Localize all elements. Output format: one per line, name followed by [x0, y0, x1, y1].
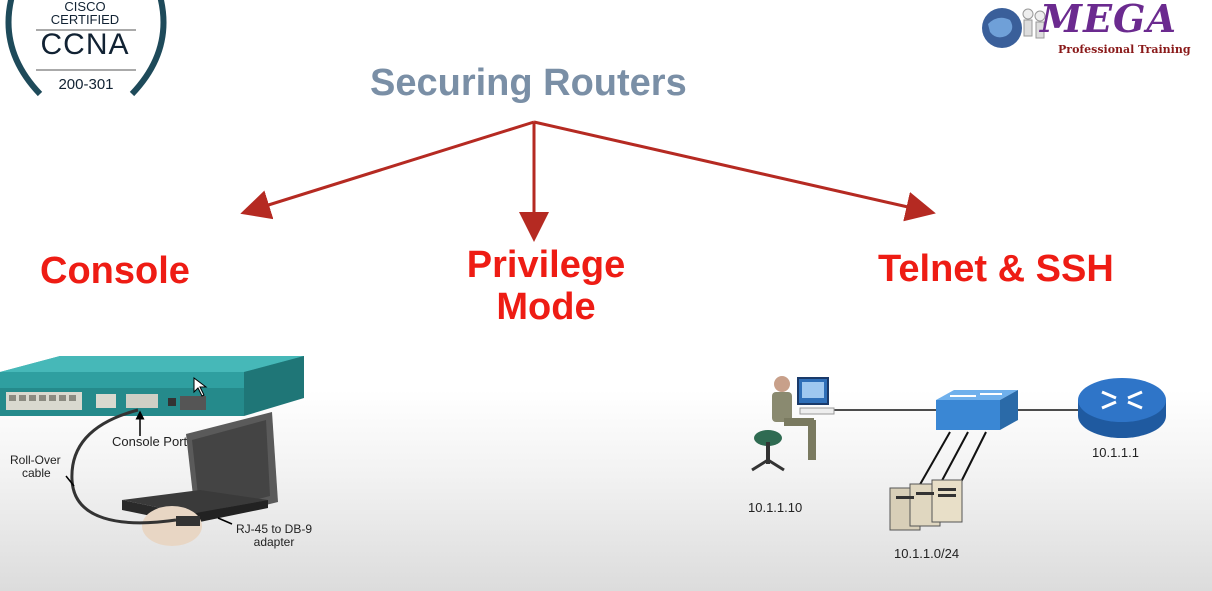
cable-label-line2: cable	[22, 466, 51, 480]
cable-label-line1: Roll-Over	[10, 453, 61, 467]
console-diagram	[0, 356, 304, 546]
branch-console: Console	[40, 250, 190, 292]
badge-cisco-text: CISCO CERTIFIED	[40, 0, 130, 26]
laptop-icon	[122, 412, 278, 524]
mega-logo: MEGA Professional Training	[978, 0, 1212, 58]
adapter-label-line1: RJ-45 to DB-9	[236, 522, 313, 536]
ccna-badge: CISCO CERTIFIED CCNA 200-301	[0, 0, 172, 102]
pc-ip-label: 10.1.1.10	[748, 500, 803, 515]
network-diagram	[751, 376, 1166, 531]
page-title: Securing Routers	[370, 62, 687, 104]
hand-adapter-icon	[142, 506, 202, 546]
console-port-label: Console Port	[112, 434, 188, 449]
rollover-cable-label: Roll-Over cable	[10, 454, 61, 480]
router-ip-label: 10.1.1.1	[1092, 445, 1139, 460]
branch-privilege-line2: Mode	[496, 286, 596, 328]
adapter-label-line2: adapter	[253, 535, 295, 549]
globe-people-icon	[982, 8, 1046, 48]
server-subnet-label: 10.1.1.0/24	[894, 546, 960, 561]
server-cluster-icon	[889, 479, 963, 531]
arrow-console	[240, 120, 535, 220]
branch-privilege-mode: Privilege Mode	[446, 244, 646, 328]
router-chassis-icon	[0, 356, 304, 416]
badge-ccna: CCNA	[40, 28, 130, 61]
logo-tagline: Professional Training	[1058, 43, 1191, 56]
user-workstation-icon	[751, 376, 835, 472]
logo-brand: MEGA	[1040, 0, 1177, 41]
rollover-cable-icon	[70, 408, 177, 525]
adapter-label: RJ-45 to DB-9 adapter	[236, 523, 312, 549]
badge-line1: CISCO	[64, 0, 106, 14]
branch-privilege-line1: Privilege	[466, 244, 626, 286]
branch-telnet-ssh: Telnet & SSH	[878, 248, 1114, 290]
badge-line2: CERTIFIED	[50, 12, 120, 27]
switch-icon	[936, 390, 1018, 430]
badge-code: 200-301	[58, 76, 114, 93]
mouse-cursor-icon	[193, 377, 208, 397]
arrow-telnet-ssh	[533, 120, 936, 222]
router-icon	[1078, 378, 1166, 438]
badge-arc-icon	[5, 0, 167, 97]
